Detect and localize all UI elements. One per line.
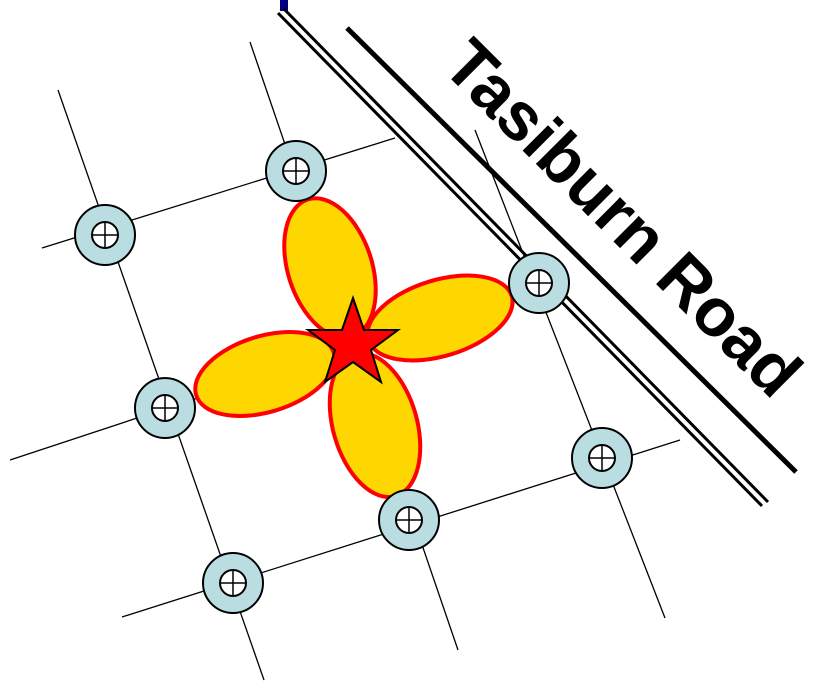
circle-crosshair-icon (508, 252, 570, 314)
circle-crosshair-icon (378, 489, 440, 551)
grid-line (474, 129, 666, 619)
circle-crosshair-icon (74, 204, 136, 266)
wells (74, 140, 633, 614)
circle-crosshair-icon (202, 552, 264, 614)
circle-crosshair-icon (134, 377, 196, 439)
road-centre-line (345, 26, 798, 474)
red-star-icon (304, 294, 402, 385)
circle-crosshair-icon (571, 427, 633, 489)
circle-crosshair-icon (265, 140, 327, 202)
top-edge-mark (280, 0, 288, 11)
